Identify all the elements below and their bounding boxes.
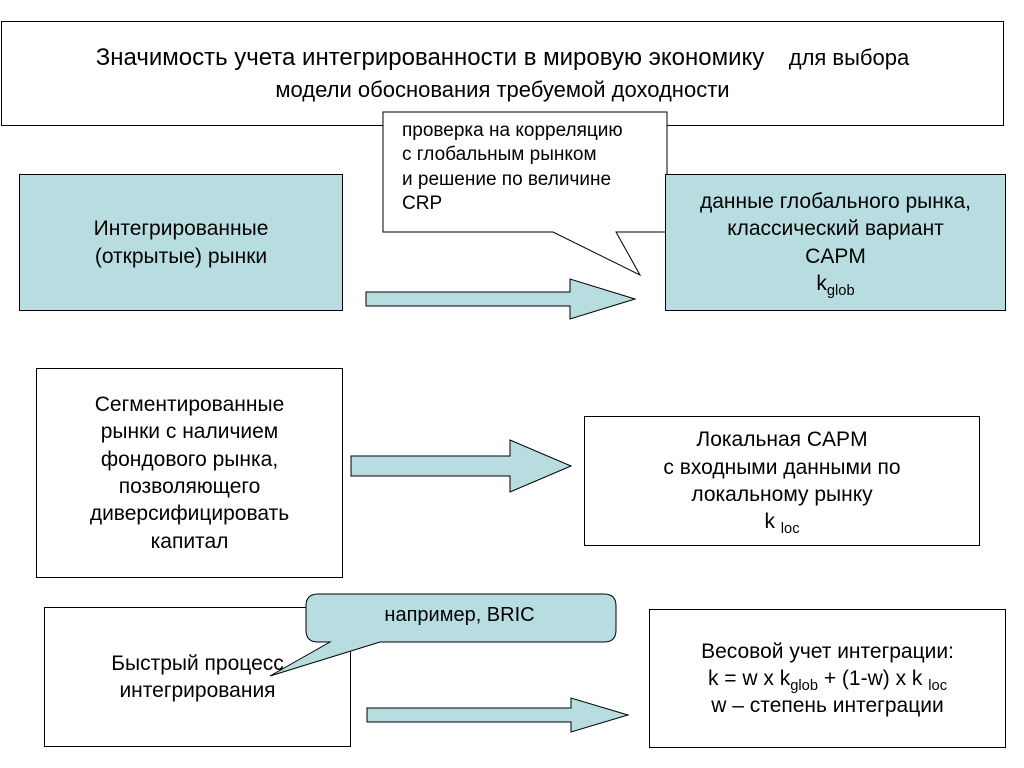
fast-integration-box: Быстрый процесс интегрирования xyxy=(44,607,351,747)
arrow-integrated-to-global xyxy=(365,278,637,320)
global-line-2: классический вариант xyxy=(727,217,944,241)
arrow-segmented-to-local xyxy=(350,439,573,493)
fast-integration-line-2: интегрирования xyxy=(119,679,276,702)
callout-example: например, BRIC xyxy=(384,604,535,626)
callout-correlation-line-4: CRP xyxy=(402,192,443,214)
global-k-sub: glob xyxy=(826,282,855,299)
segmented-line-3: фондового рынка, xyxy=(100,447,279,471)
callout-correlation-line-3: и решение по величине xyxy=(402,168,612,190)
title-tail: для выбора xyxy=(788,45,910,71)
integrated-line-2: (открытые) рынки xyxy=(94,244,268,268)
callout-correlation-line-1: проверка на корреляцию xyxy=(402,120,623,141)
fast-integration-line-1: Быстрый процесс xyxy=(111,651,284,675)
local-capm-box: Локальная CAPM с входными данными по лок… xyxy=(584,416,980,546)
integrated-line-1: Интегрированные xyxy=(93,217,269,241)
weighted-formula-middle: + (1-w) x k xyxy=(818,666,923,690)
callout-correlation-line-2: с глобальным рынком xyxy=(402,144,597,166)
global-k: k xyxy=(816,271,827,295)
global-line-1: данные глобального рынка, xyxy=(699,189,972,213)
weighted-formula-prefix: k = w x k xyxy=(707,666,791,690)
segmented-line-1: Сегментированные xyxy=(94,393,285,417)
global-line-3: CAPM xyxy=(805,244,866,268)
segmented-line-2: рынки с наличием xyxy=(100,420,279,444)
local-k-sub: loc xyxy=(780,521,800,538)
weighted-integration-box: Весовой учет интеграции: k = w x kglob +… xyxy=(649,609,1006,748)
callout-correlation: проверка на корреляцию с глобальным рынк… xyxy=(402,119,666,216)
arrow-fast-to-weighted xyxy=(366,697,630,733)
title-main: Значимость учета интегрированности в мир… xyxy=(95,44,765,72)
local-line-1: Локальная CAPM xyxy=(696,428,868,452)
segmented-markets-box: Сегментированные рынки с наличием фондов… xyxy=(36,368,343,578)
local-k-line: k loc xyxy=(764,508,800,538)
title-line-1: Значимость учета интегрированности в мир… xyxy=(96,41,910,75)
segmented-line-6: капитал xyxy=(150,529,229,553)
segmented-line-5: диверсифицировать xyxy=(89,502,290,526)
title-line-2: модели обоснования требуемой доходности xyxy=(275,76,730,102)
weighted-line-3: w – степень интеграции xyxy=(711,694,944,718)
global-capm-box: данные глобального рынка, классический в… xyxy=(665,174,1006,311)
weighted-formula: k = w x kglob + (1-w) x k loc xyxy=(707,665,948,694)
segmented-line-4: позволяющего xyxy=(118,475,261,498)
local-line-3: локальному рынку xyxy=(691,483,873,506)
weighted-formula-sub-loc: loc xyxy=(928,677,948,694)
integrated-markets-box: Интегрированные (открытые) рынки xyxy=(19,174,343,311)
global-k-line: kglob xyxy=(816,270,855,299)
local-line-2: с входными данными по xyxy=(663,455,901,479)
weighted-formula-sub-glob: glob xyxy=(790,677,818,694)
weighted-line-1: Весовой учет интеграции: xyxy=(701,639,954,663)
local-k: k xyxy=(764,510,775,534)
title-box: Значимость учета интегрированности в мир… xyxy=(1,21,1004,126)
